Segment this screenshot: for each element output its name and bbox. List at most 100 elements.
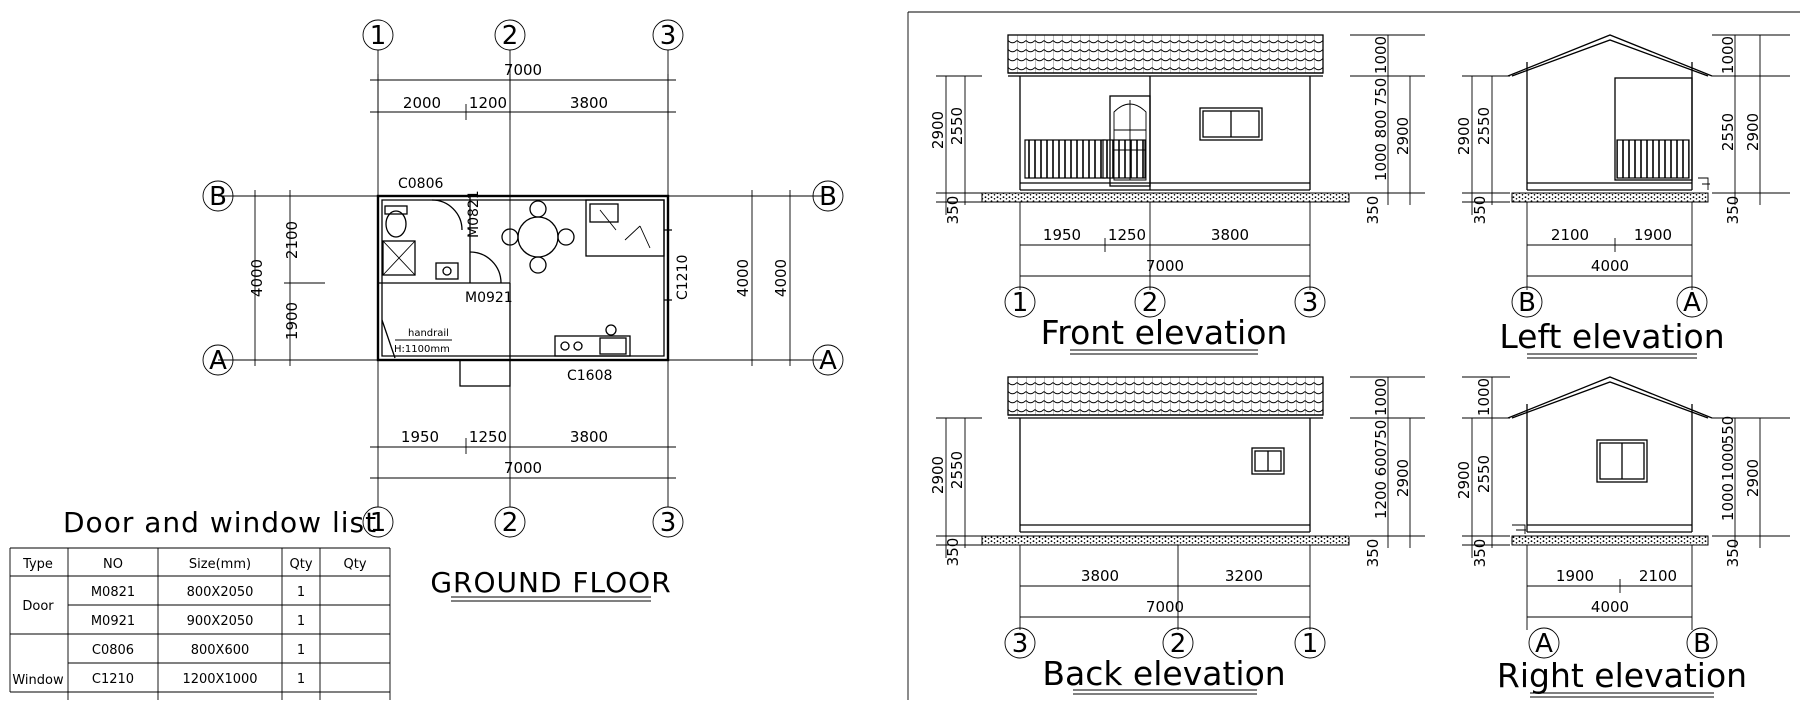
plan-left-overall: 4000: [248, 259, 266, 297]
label-m0921: M0921: [465, 290, 513, 306]
table-row-size: 800X2050: [187, 585, 254, 600]
left-bottom-d2: 1900: [1634, 226, 1672, 244]
back-right-r5: 2900: [1394, 459, 1412, 497]
left-left-base: 350: [1471, 196, 1489, 225]
plan-top-d1: 2000: [403, 94, 441, 112]
plan-right-o2: 4000: [772, 259, 790, 297]
plan-title: GROUND FLOOR: [430, 566, 671, 599]
back-axis-2: 2: [1170, 629, 1187, 659]
back-axis-3: 3: [1012, 629, 1029, 659]
right-right-r1: 550: [1719, 416, 1737, 445]
back-elevation-caption: Back elevation: [1042, 654, 1285, 693]
axis-a-right: A: [819, 346, 837, 376]
front-right-r2: 750: [1372, 78, 1390, 107]
plan-bottom-d2: 1250: [469, 428, 507, 446]
table-header-size: Size(mm): [189, 557, 251, 572]
front-elevation-caption: Front elevation: [1041, 313, 1288, 352]
back-bottom-d2: 3200: [1225, 567, 1263, 585]
back-right-r4: 1200: [1372, 481, 1390, 519]
left-left-total: 2900: [1455, 117, 1473, 155]
label-c1210: C1210: [675, 255, 691, 300]
front-axis-1: 1: [1012, 288, 1029, 318]
table-header-qty-2: Qty: [343, 557, 366, 572]
left-right-r3: 2900: [1744, 113, 1762, 151]
right-bottom-overall: 4000: [1591, 598, 1629, 616]
table-row-no: M0821: [91, 585, 135, 600]
axis-1-top: 1: [370, 21, 387, 51]
back-bottom-d1: 3800: [1081, 567, 1119, 585]
back-right-r1: 1000: [1372, 378, 1390, 416]
left-right-r4: 350: [1724, 196, 1742, 225]
left-right-r1: 1000: [1719, 36, 1737, 74]
axis-b-left: B: [209, 182, 227, 212]
left-axis-b: B: [1518, 288, 1536, 318]
plan-axis-bubbles: 1 2 3 1 2 3 B A B A: [202, 19, 844, 538]
table-row-size: 800X600: [191, 643, 250, 658]
label-m0821: M0821: [466, 190, 482, 238]
axis-1-bottom: 1: [370, 508, 387, 538]
label-handrail: handrail: [408, 328, 449, 339]
back-right-r3: 600: [1372, 448, 1390, 477]
plan-top-d3: 3800: [570, 94, 608, 112]
table-group-door: Door: [22, 599, 54, 614]
table-row-qty: 1: [297, 585, 305, 600]
front-axis-2: 2: [1142, 288, 1159, 318]
front-bottom-d1: 1950: [1043, 226, 1081, 244]
back-axis-1: 1: [1302, 629, 1319, 659]
front-left-total: 2900: [929, 111, 947, 149]
table-row-size: 1200X1000: [182, 672, 257, 687]
ground-floor-plan: [218, 50, 822, 488]
table-row-no: C1210: [92, 672, 134, 687]
right-axis-b: B: [1693, 629, 1711, 659]
right-left-top: 1000: [1475, 378, 1493, 416]
axis-b-right: B: [819, 182, 837, 212]
right-right-r2: 1000: [1719, 443, 1737, 481]
front-rail-right: [1102, 139, 1146, 179]
plan-top-d2: 1200: [469, 94, 507, 112]
plan-bottom-overall: 7000: [504, 459, 542, 477]
plan-bottom-d1: 1950: [401, 428, 439, 446]
back-elevation: 2900 2550 350 1000 750 600 1200 2900 350…: [929, 376, 1425, 695]
axis-2-top: 2: [502, 21, 519, 51]
front-elevation: 2900 2550 350 1000 750 800 1000 2900 350…: [929, 34, 1425, 355]
axis-3-bottom: 3: [660, 508, 677, 538]
plan-left-d2: 1900: [283, 302, 301, 340]
right-left-base: 350: [1471, 539, 1489, 568]
table-group-window: Window: [12, 673, 64, 688]
front-door: [1109, 95, 1151, 187]
front-left-eave: 2550: [948, 107, 966, 145]
front-right-r1: 1000: [1372, 36, 1390, 74]
back-left-base: 350: [944, 538, 962, 567]
plan-right-o1: 4000: [734, 259, 752, 297]
table-row-qty: 1: [297, 643, 305, 658]
table-header-type: Type: [22, 557, 53, 572]
axis-a-left: A: [209, 346, 227, 376]
right-axis-a: A: [1535, 629, 1553, 659]
front-axis-3: 3: [1302, 288, 1319, 318]
door-window-table: Door and window list Type NO Size(mm) Qt…: [9, 506, 391, 700]
front-bottom-d2: 1250: [1108, 226, 1146, 244]
left-bottom-d1: 2100: [1551, 226, 1589, 244]
table-header-qty: Qty: [289, 557, 312, 572]
front-right-r5: 2900: [1394, 117, 1412, 155]
left-axis-a: A: [1683, 288, 1701, 318]
label-handrail-height: H:1100mm: [394, 344, 450, 355]
axis-2-bottom: 2: [502, 508, 519, 538]
right-left-total: 2900: [1455, 461, 1473, 499]
front-right-r3: 800: [1372, 110, 1390, 139]
table-row-qty: 1: [297, 614, 305, 629]
back-bottom-overall: 7000: [1146, 598, 1184, 616]
front-bottom-d3: 3800: [1211, 226, 1249, 244]
plan-top-overall: 7000: [504, 61, 542, 79]
back-left-total: 2900: [929, 456, 947, 494]
front-bottom-overall: 7000: [1146, 257, 1184, 275]
right-right-r4: 2900: [1744, 459, 1762, 497]
back-left-eave: 2550: [948, 451, 966, 489]
table-title: Door and window list: [63, 506, 377, 539]
right-right-r3: 1000: [1719, 483, 1737, 521]
right-elevation-caption: Right elevation: [1497, 656, 1747, 695]
left-elevation: 2900 2550 350 1000 2550 2900 350 2100 19…: [1455, 34, 1790, 359]
front-left-base: 350: [944, 196, 962, 225]
back-right-r2: 750: [1372, 420, 1390, 449]
